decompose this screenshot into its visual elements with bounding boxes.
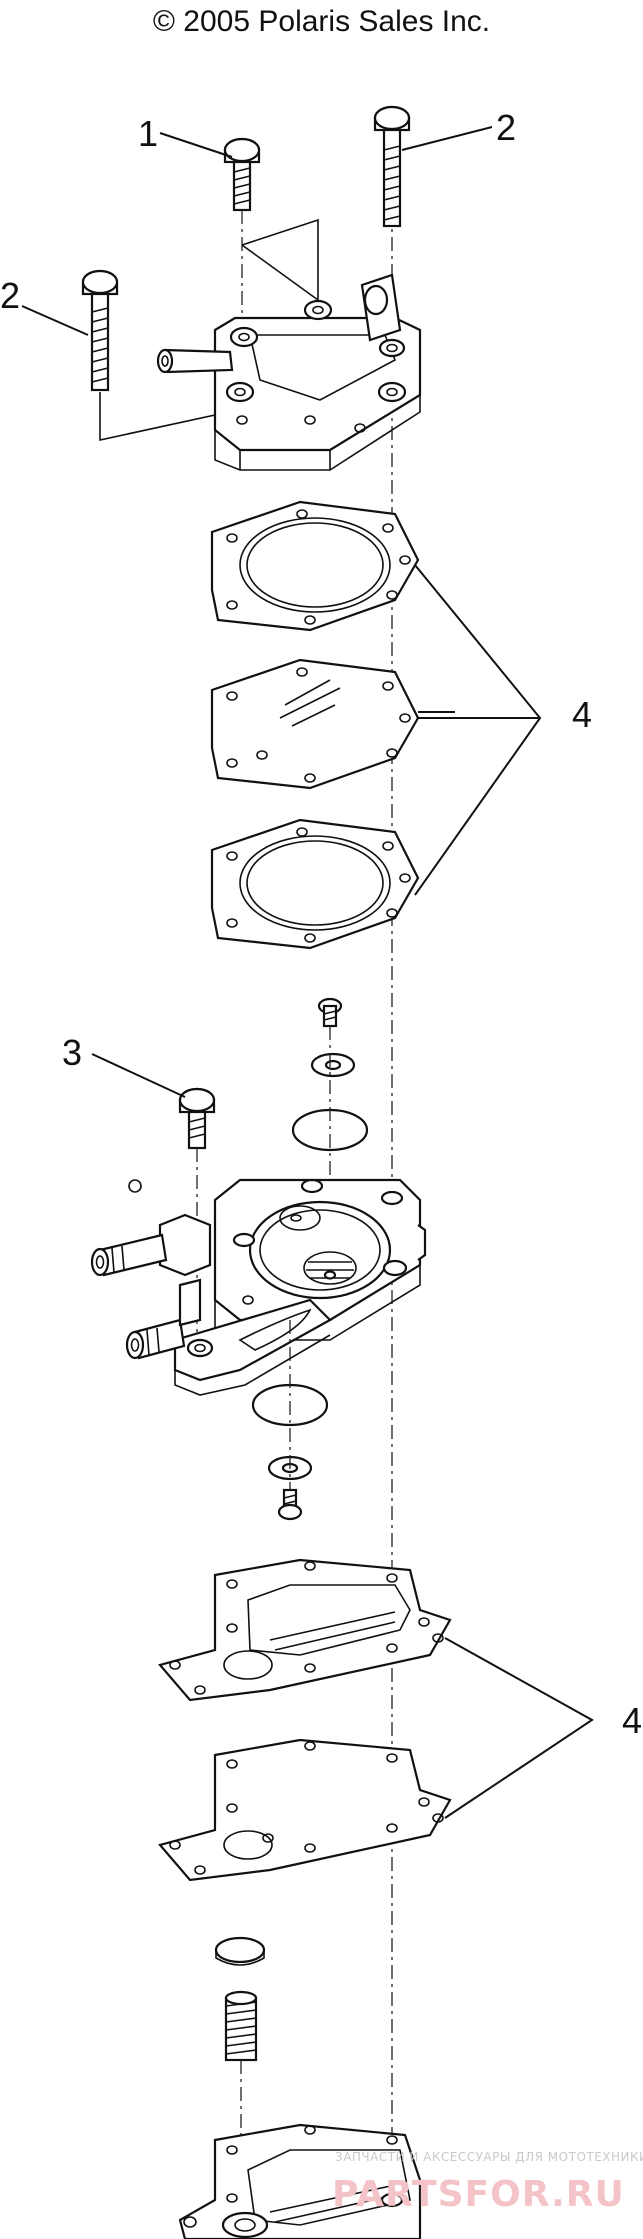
bolt-2-left-leader-to-hole — [99, 392, 239, 441]
watermark-brand: PARTSFOR.RU — [332, 2174, 625, 2215]
callout-2b: 2 — [0, 275, 20, 316]
callout-4b-leaders — [444, 1637, 594, 1819]
callout-3-leader — [91, 1053, 186, 1098]
callout-1-leader — [159, 132, 233, 158]
bolt-2-left — [81, 269, 119, 392]
gasket-upper-1 — [210, 500, 420, 632]
valve-cap — [214, 1936, 266, 1966]
diaphragm-plate — [210, 658, 420, 790]
bolt-1-guide-lines — [241, 218, 319, 300]
copyright-notice: © 2005 Polaris Sales Inc. — [152, 5, 491, 38]
bolt-2-right — [373, 105, 411, 228]
callout-2b-leader — [21, 305, 89, 336]
callout-4a: 4 — [572, 694, 592, 735]
pump-bottom-cover — [178, 2123, 422, 2239]
gasket-lower-1 — [158, 1558, 452, 1702]
gasket-upper-2 — [210, 818, 420, 950]
gasket-lower-2 — [158, 1738, 452, 1882]
watermark-caption: ЗАПЧАСТИ И АКСЕССУАРЫ ДЛЯ МОТОТЕХНИКИ — [335, 2150, 643, 2164]
callout-2a-leader — [401, 126, 493, 151]
callout-1: 1 — [138, 113, 158, 154]
callout-4a-leaders — [414, 564, 542, 896]
bolt-1 — [223, 137, 261, 212]
pump-top-cover — [156, 273, 422, 471]
bolt-3 — [178, 1087, 216, 1150]
valve-screw-upper — [317, 997, 343, 1028]
callout-4b: 4 — [622, 1700, 642, 1741]
washer-upper — [310, 1052, 356, 1078]
spring — [224, 1990, 258, 2062]
callout-2a: 2 — [496, 107, 516, 148]
valve-screw-lower — [277, 1488, 303, 1521]
callout-3: 3 — [62, 1032, 82, 1073]
pump-body — [90, 1178, 427, 1396]
